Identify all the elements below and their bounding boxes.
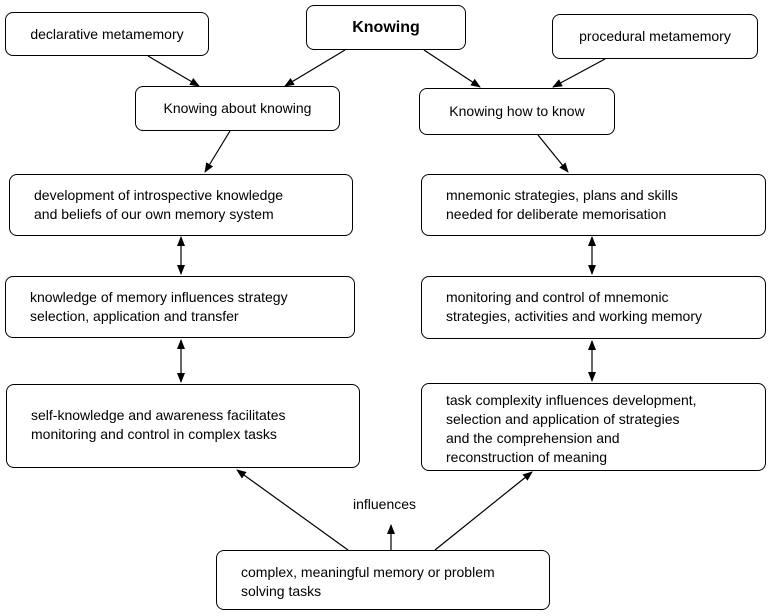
node-procedural-metamemory: procedural metamemory [552,14,758,59]
edge-label-influences: influences [353,496,417,512]
node-introspective-knowledge: development of introspective knowledge a… [9,174,353,236]
edge-knowing-to-knowing-how [423,49,481,88]
node-self-knowledge: self-knowledge and awareness facilitates… [6,384,360,468]
node-label: development of introspective knowledge a… [34,187,284,222]
edge-complex-to-task-complexity [434,471,533,551]
node-monitoring-control: monitoring and control of mnemonic strat… [421,276,766,339]
node-label: monitoring and control of mnemonic strat… [446,289,702,324]
node-knowing-how-to-know: Knowing how to know [419,88,615,135]
node-mnemonic-strategies: mnemonic strategies, plans and skills ne… [421,174,766,236]
node-knowledge-of-memory: knowledge of memory influences strategy … [5,276,355,338]
node-label: complex, meaningful memory or problem so… [241,564,495,599]
edge-knowing-how-to-mnemonic [537,134,569,173]
node-label: knowledge of memory influences strategy … [30,289,288,324]
edge-complex-to-self-knowledge [236,469,349,551]
edge-knowing-about-to-introspective [204,130,231,173]
node-label: task complexity influences development, … [446,392,697,465]
edge-knowing-to-knowing-about [284,49,346,87]
node-task-complexity: task complexity influences development, … [421,383,766,471]
node-label: self-knowledge and awareness facilitates… [31,407,286,442]
node-label: declarative metamemory [30,25,184,42]
node-knowing: Knowing [306,5,466,50]
node-label: mnemonic strategies, plans and skills ne… [446,187,678,222]
node-label: Knowing about knowing [163,100,312,116]
node-knowing-about-knowing: Knowing about knowing [135,86,340,131]
node-complex-tasks: complex, meaningful memory or problem so… [216,550,550,610]
node-label: Knowing how to know [449,103,585,119]
node-declarative-metamemory: declarative metamemory [5,12,209,56]
node-label: procedural metamemory [579,28,731,44]
node-label: Knowing [352,19,420,36]
edge-declarative-to-knowing-about [147,55,200,87]
edge-procedural-to-knowing-how [552,58,606,88]
